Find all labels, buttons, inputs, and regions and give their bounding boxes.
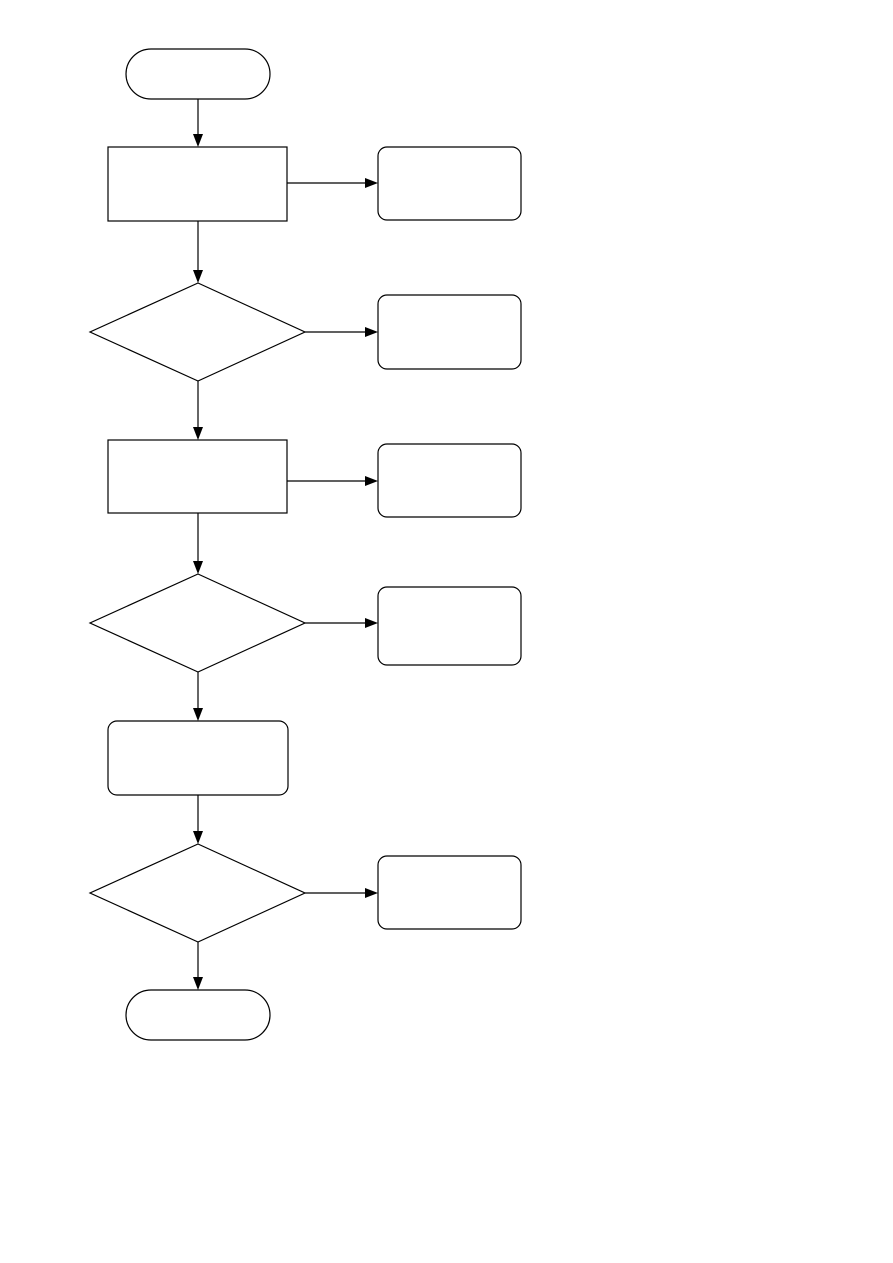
arrowhead-start-to-step-1: [193, 134, 203, 147]
nodes: [88, 48, 522, 1041]
arrowhead-step-2-to-decision-2: [193, 561, 203, 574]
arrowhead-decision-2-to-side-4: [365, 618, 378, 628]
side-box-1: [377, 146, 522, 221]
arrowhead-decision-1-to-step-2: [193, 427, 203, 440]
arrowhead-decision-2-to-step-3: [193, 708, 203, 721]
side-box-4: [377, 586, 522, 666]
arrowhead-decision-3-to-end: [193, 977, 203, 990]
side-box-2: [377, 294, 522, 370]
process-box-2: [107, 439, 288, 514]
decision-diamond-2: [88, 573, 307, 673]
decision-diamond-3: [88, 843, 307, 943]
arrowhead-decision-3-to-side-5: [365, 888, 378, 898]
arrowhead-step-1-to-side-1: [365, 178, 378, 188]
side-box-5: [377, 855, 522, 930]
side-box-3: [377, 443, 522, 518]
arrowhead-decision-1-to-side-2: [365, 327, 378, 337]
arrowhead-step-1-to-decision-1: [193, 270, 203, 283]
end-terminal: [125, 989, 271, 1041]
arrowhead-step-3-to-decision-3: [193, 831, 203, 844]
decision-diamond-1: [88, 282, 307, 382]
arrowhead-step-2-to-side-3: [365, 476, 378, 486]
process-box-3: [107, 720, 289, 796]
process-box-1: [107, 146, 288, 222]
connectors: [193, 99, 378, 990]
start-terminal: [125, 48, 271, 100]
